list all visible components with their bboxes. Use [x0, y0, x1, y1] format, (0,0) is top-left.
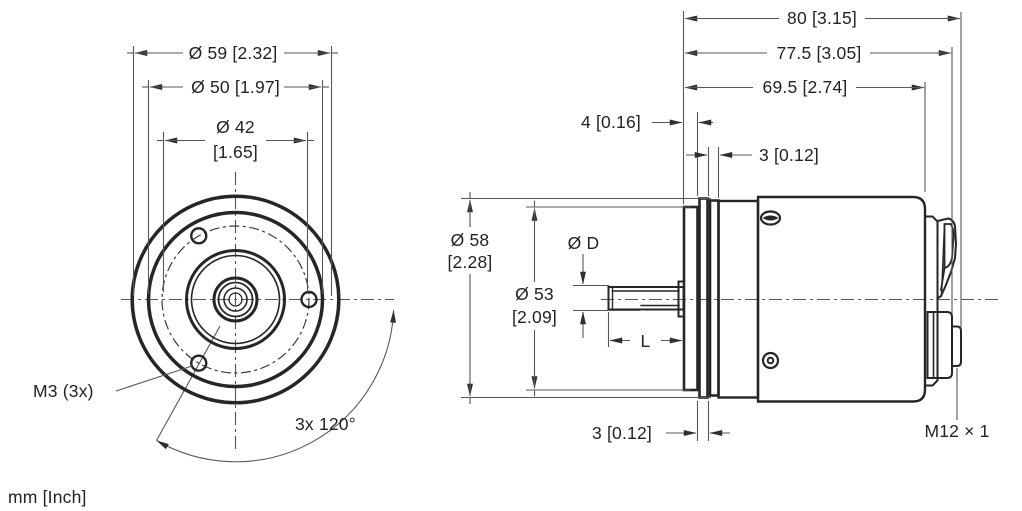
m3-hole-top-left	[190, 227, 208, 245]
spacer-plate-1	[698, 197, 709, 399]
connector-thread-label: M12 × 1	[924, 421, 989, 441]
dim-flange-diameter-label: Ø 50 [1.97]	[191, 77, 280, 97]
dim-shaft-length-label: L	[641, 331, 651, 351]
dim-length-to-connector-label: 77.5 [3.05]	[777, 43, 862, 63]
housing-main-body	[756, 195, 927, 403]
dim-body-diameter-label-line2: [2.28]	[448, 252, 493, 272]
dim-spacer-bottom-label: 3 [0.12]	[592, 423, 652, 443]
shaft-center-circle	[228, 292, 243, 307]
side-dimension-lines	[461, 11, 962, 441]
housing-screw-bottom	[761, 351, 780, 370]
m3-hole-right	[300, 290, 318, 309]
upper-connector	[936, 217, 958, 300]
dim-pilot-diameter-label-line1: Ø 53	[515, 284, 554, 304]
angle-arc	[156, 309, 397, 463]
dim-shaft-diameter-label: Ø D	[568, 233, 600, 253]
mounting-holes-label: M3 (3x)	[33, 381, 94, 401]
dim-pilot-diameter-label-line2: [2.09]	[512, 307, 557, 327]
hole-spacing-label: 3x 120°	[295, 414, 356, 434]
dim-housing-length-label: 69.5 [2.74]	[763, 77, 848, 97]
spacer-plate-2	[708, 199, 720, 397]
units-note: mm [Inch]	[8, 487, 87, 507]
dim-flange-thickness-label: 4 [0.16]	[581, 112, 641, 132]
dim-outer-diameter-label: Ø 59 [2.32]	[189, 43, 278, 63]
clamping-flange-plate	[682, 205, 699, 392]
front-dimension-lines	[115, 46, 397, 463]
dim-spacer-top-label: 3 [0.12]	[759, 145, 819, 165]
dim-total-length-label: 80 [3.15]	[787, 8, 857, 28]
dim-bolt-circle-label-line2: [1.65]	[213, 142, 258, 162]
housing-screw-top	[759, 210, 782, 226]
rear-cap	[924, 215, 939, 387]
m3-leader-line	[115, 365, 193, 392]
dim-bolt-circle-label-line1: Ø 42	[216, 117, 255, 137]
side-view: 80 [3.15] 77.5 [3.05] 69.5 [2.74] 4 [0.1…	[448, 8, 1002, 443]
m12-connector	[926, 311, 962, 379]
m12-connector-barrel	[951, 325, 962, 367]
dim-body-diameter-label-line1: Ø 58	[451, 230, 490, 250]
front-view: Ø 59 [2.32] Ø 50 [1.97] Ø 42 [1.65] M3 (…	[33, 43, 397, 463]
